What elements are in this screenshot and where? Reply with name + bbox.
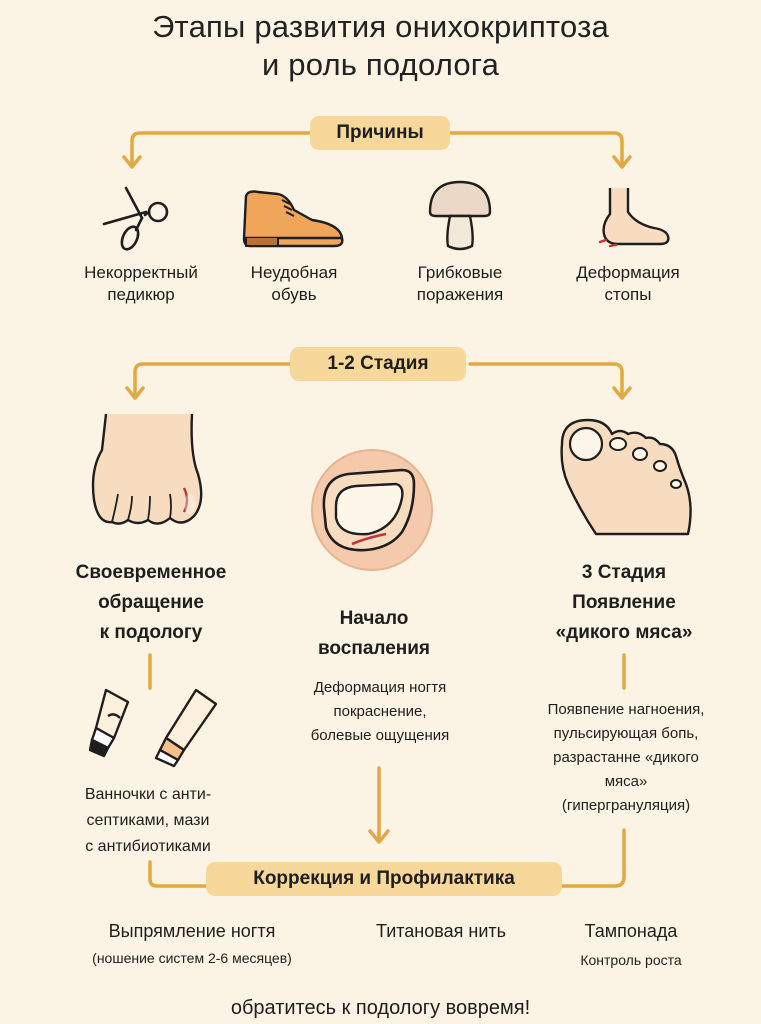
treatment-line: с антибиотиками [85, 838, 211, 855]
correction-item-title: Выпрямление ногтя [108, 921, 276, 941]
causes-header: Причины [310, 116, 450, 150]
timely-visit-line: обращение [98, 592, 204, 613]
cause-label-line: педикюр [107, 285, 175, 304]
toe-icon [91, 413, 203, 525]
title-line-1: Этапы развития онихокриптоза [152, 9, 609, 44]
stage-3-desc-line: Появпение нагноения, [547, 701, 705, 718]
correction-item-title: Тампонада [584, 921, 678, 941]
cause-label-line: поражения [416, 285, 504, 304]
correction-item-title: Титановая нить [376, 921, 506, 941]
correction-item-titanium: Титановая нить [346, 918, 536, 944]
treatment-description: Ванночки с анти- септиками, мази с антиб… [40, 782, 256, 860]
correction-header: Коррекция и Профилактика [206, 862, 562, 896]
stage-3-desc-line: (гипергрануляция) [561, 797, 691, 814]
cause-label-fungus: Грибковые поражения [380, 262, 540, 306]
shoe-icon [242, 190, 344, 248]
timely-visit-label: Своевременное обращение к подологу [44, 558, 258, 648]
correction-item-sub: (ношение систем 2-6 месяцев) [92, 950, 292, 966]
inflammation-desc-line: покраснение, [333, 703, 427, 720]
inflammation-desc-line: Деформация ногтя [313, 679, 447, 696]
cause-label-line: Неудобная [250, 263, 338, 282]
timely-visit-line: к подологу [99, 622, 203, 643]
foot-top-icon [560, 418, 692, 536]
stage-3-label: 3 Стадия Появление «дикого мяса» [520, 558, 728, 648]
inflammation-desc-line: болевые ощущения [310, 727, 450, 744]
cause-label-deformity: Деформация стопы [548, 262, 708, 306]
cause-label-line: Некорректный [84, 263, 198, 282]
stage-3-description: Появпение нагноения, пульсирующая бопь, … [520, 698, 732, 818]
inflammation-label: Начало воспаления [276, 604, 472, 664]
ointment-tubes-icon [88, 688, 218, 768]
inflammation-line: Начало [339, 608, 409, 629]
stage-3-desc-line: разрастанне «дикого [553, 749, 699, 766]
stage-1-2-header: 1-2 Стадия [290, 347, 466, 381]
inflammation-description: Деформация ногтя покраснение, болевые ощ… [264, 676, 496, 748]
mushroom-icon [428, 180, 492, 251]
stage-3-line: Появление [572, 592, 676, 613]
cause-label-line: Деформация [576, 263, 680, 282]
stage-3-desc-line: мяса» [604, 773, 648, 790]
scissors-icon [102, 186, 169, 251]
stage-3-desc-line: пульсирующая бопь, [553, 725, 699, 742]
correction-item-sub: Контроль роста [580, 952, 682, 968]
footer-call-to-action: обратитесь к подологу вовремя! [230, 997, 531, 1019]
cause-label-pedicure: Некорректный педикюр [56, 262, 226, 306]
stage-3-line: 3 Стадия [581, 562, 667, 583]
title-line-2: и роль подолога [261, 47, 500, 82]
timely-visit-line: Своевременное [75, 562, 227, 583]
correction-item-tamponade: Тампонада Контроль роста [548, 918, 714, 970]
cause-label-line: стопы [604, 285, 652, 304]
treatment-line: септиками, мази [86, 812, 210, 829]
correction-item-straightening: Выпрямление ногтя (ношение систем 2-6 ме… [66, 918, 318, 968]
inflammation-line: воспаления [317, 638, 431, 659]
nail-closeup-icon [311, 449, 433, 571]
cause-label-line: Грибковые [417, 263, 503, 282]
cause-label-shoes: Неудобная обувь [214, 262, 374, 306]
page-title: Этапы развития онихокриптоза и роль подо… [0, 8, 761, 84]
cause-label-line: обувь [271, 285, 317, 304]
treatment-line: Ванночки с анти- [84, 786, 212, 803]
foot-icon [598, 188, 670, 248]
stage-3-line: «дикого мяса» [555, 622, 693, 643]
